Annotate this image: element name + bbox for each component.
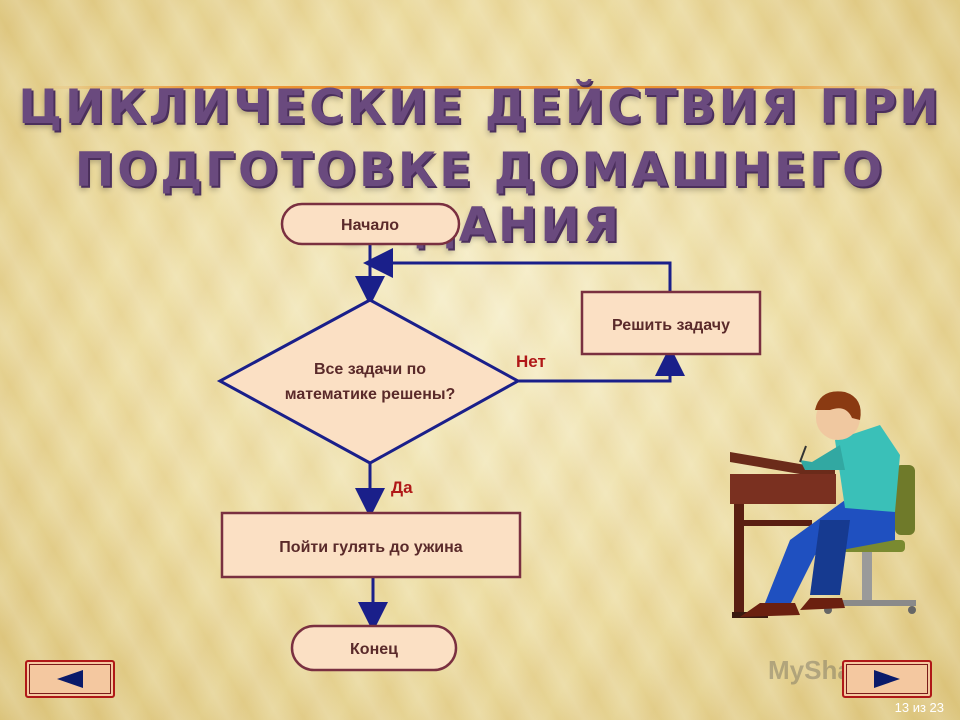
triangle-right-icon xyxy=(874,670,900,688)
student-at-desk-illustration xyxy=(730,391,916,618)
node-action-solve-label: Решить задачу xyxy=(612,317,730,334)
arrow-decision-no-to-action xyxy=(512,346,685,383)
node-action-walk-label: Пойти гулять до ужина xyxy=(279,539,463,556)
node-decision-label-line2: математике решены? xyxy=(285,386,456,403)
node-action-walk: Пойти гулять до ужина xyxy=(220,511,522,579)
triangle-left-icon xyxy=(57,670,83,688)
node-end-label: Конец xyxy=(350,641,398,658)
label-yes: Да xyxy=(391,478,413,497)
node-decision: Все задачи по математике решены? xyxy=(216,298,522,465)
label-no: Нет xyxy=(516,352,546,371)
node-decision-label-line1: Все задачи по xyxy=(314,361,426,378)
node-end: Конец xyxy=(290,624,458,672)
node-start-label: Начало xyxy=(341,217,399,234)
node-start: Начало xyxy=(280,202,461,246)
slide-title-line-1: ЦИКЛИЧЕСКИЕ ДЕЙСТВИЯ ПРИ xyxy=(18,80,942,135)
previous-slide-button[interactable] xyxy=(25,660,115,698)
page-indicator: 13 из 23 xyxy=(894,700,944,715)
node-action-solve: Решить задачу xyxy=(580,290,762,356)
slide-title-line-2: ПОДГОТОВКЕ ДОМАШНЕГО ЗАДАНИЯ xyxy=(74,143,886,253)
arrow-action-loop-back xyxy=(363,248,672,292)
title-decoration-line xyxy=(40,86,920,89)
next-slide-button[interactable] xyxy=(842,660,932,698)
